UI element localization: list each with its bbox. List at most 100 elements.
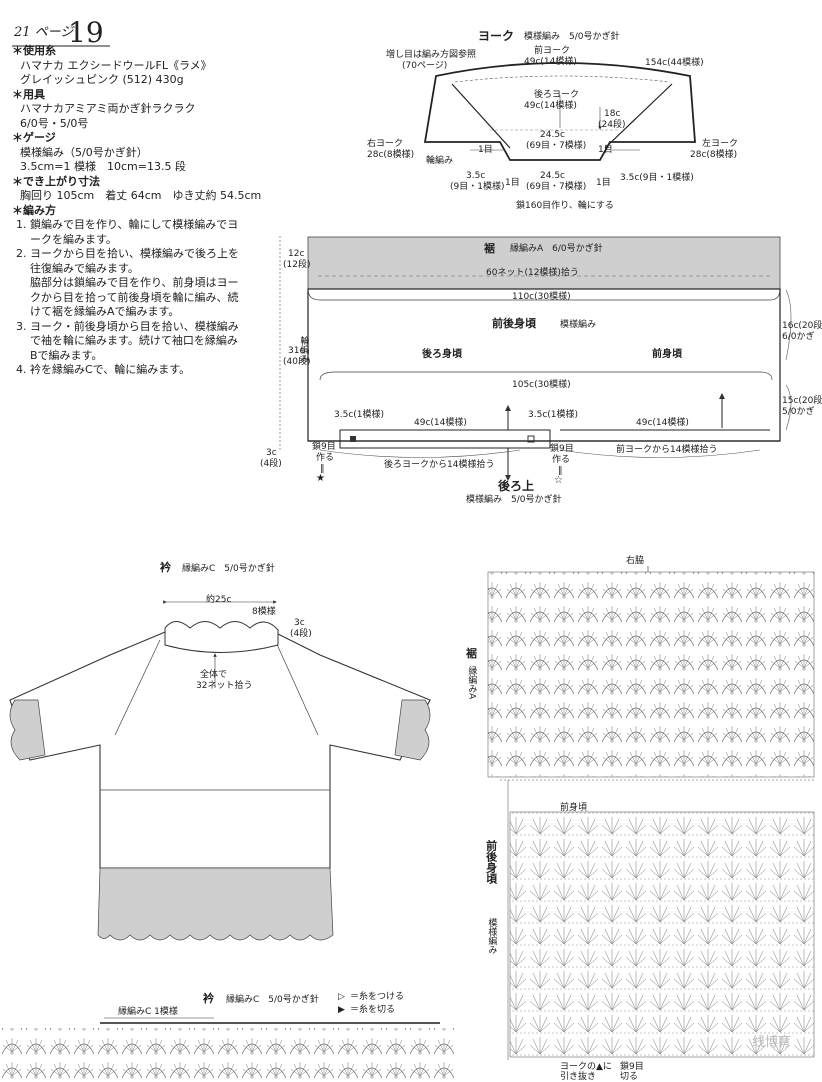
collar-chart-title: 衿 <box>203 992 214 1005</box>
chart-foot-4: 切る <box>620 1072 639 1082</box>
inner-width-2-detail: (69目・7模様) <box>526 182 587 192</box>
yoke-seg-a-detail: (9目・1模様) <box>450 182 505 192</box>
yoke-title: ヨーク <box>478 29 515 43</box>
yarn-line-1: ハマナカ エクシードウールFL《ラメ》 <box>20 58 212 72</box>
chart-foot-3: 鎖9目 <box>620 1062 644 1072</box>
yoke-seg-b: 3.5c(9目・1模様) <box>620 173 694 183</box>
yoke-ref-1: 増し目は編み方図参照 <box>386 50 477 60</box>
yoke-ref-2: (70ページ) <box>402 61 448 71</box>
back-yoke-label: 後ろヨーク <box>534 90 580 100</box>
width-110: 110c(30模様) <box>512 292 571 302</box>
yoke-top-length: 154c(44模様) <box>645 58 704 68</box>
method-heading: ＊編み方 <box>12 203 56 217</box>
body-ring-label: 輪編み <box>298 336 309 363</box>
legend-cut: ＝糸を切る <box>350 1005 396 1015</box>
chain-9-a: 鎖9目 <box>312 442 336 452</box>
step-1: 1.鎖編みで目を作り、輪にして模様編みでヨ ークを編みます。 <box>16 218 239 246</box>
yoke-seg-a: 3.5c <box>466 171 486 181</box>
yoke-subtitle: 模様編み 5/0号かぎ針 <box>524 32 620 42</box>
chain-9-b-make: 作る <box>552 455 571 465</box>
sleeve-hook-5: 5/0かぎ <box>782 407 815 417</box>
front-yoke-label: 前ヨーク <box>534 46 571 56</box>
one-stitch-d: 1目 <box>596 178 611 188</box>
back-body-label: 後ろ身頃 <box>422 349 462 360</box>
collar-title: 衿 <box>160 561 171 574</box>
step-3: 3.ヨーク・前後身頃から目を拾い、模様編み で袖を輪に編みます。続けて袖口を縁編… <box>16 319 239 362</box>
seg-3-5-b: 3.5c(1模様) <box>528 410 579 420</box>
chart-foot-2: 引き抜き <box>560 1072 597 1082</box>
collar-subtitle: 縁編みC 5/0号かぎ針 <box>182 564 275 574</box>
front-yoke-width: 49c(14模様) <box>524 57 577 67</box>
equals-mark-b: ‖ <box>558 466 563 476</box>
step-2: 2.ヨークから目を拾い、模様編みで後ろ上を 往復編みで編みます。 脇部分は鎖編み… <box>16 247 239 318</box>
collar-chart <box>0 1017 455 1080</box>
crochet-chart <box>487 566 815 1060</box>
sleeve-height-16: 16c(20段) <box>782 321 822 331</box>
yoke-depth-rows: (24段) <box>598 120 626 130</box>
collar-height: 3c <box>294 618 305 628</box>
gauge-heading: ＊ゲージ <box>12 131 56 144</box>
right-yoke-label: 右ヨーク <box>367 139 404 149</box>
star-white-icon: ☆ <box>554 475 563 486</box>
watermark: 线博育 <box>752 1035 792 1050</box>
page-reference: 21 ページ <box>14 25 74 40</box>
collar-chart-subtitle: 縁編みC 5/0号かぎ針 <box>226 995 319 1005</box>
sleeve-height-15: 15c(20段) <box>782 396 822 406</box>
legend-cut-icon: ▶ <box>338 1005 345 1015</box>
gauge-line-1: 模様編み（5/0号かぎ針） <box>20 145 148 159</box>
yarn-heading: ＊使用糸 <box>12 44 56 57</box>
pattern-specifications: ＊使用糸 ハマナカ エクシードウールFL《ラメ》 グレイッシュピンク (512)… <box>12 44 282 378</box>
right-yoke-width: 28c(8模様) <box>367 150 415 160</box>
yoke-ring-label: 輪編み <box>426 156 454 166</box>
hem-title: 裾 <box>484 242 495 255</box>
body-title: 前後身頃 <box>492 317 536 330</box>
left-yoke-label: 左ヨーク <box>702 139 739 149</box>
tools-line-2: 6/0号・5/0号 <box>20 116 89 130</box>
height-12-rows: (12段) <box>283 260 311 270</box>
chain-9-b: 鎖9目 <box>550 444 574 454</box>
one-stitch-c: 1目 <box>505 178 520 188</box>
height-31: 31c <box>288 346 305 356</box>
legend-attach: ＝糸をつける <box>350 992 405 1002</box>
width-105: 105c(30模様) <box>512 380 571 390</box>
left-yoke-width: 28c(8模様) <box>690 150 738 160</box>
height-3-rows: (4段) <box>260 459 282 469</box>
size-line-1: 胸回り 105cm 着丈 64cm ゆき丈約 54.5cm <box>20 189 262 202</box>
collar-chart-pattern: 縁編みC 1模様 <box>118 1007 178 1017</box>
gauge-line-2: 3.5cm=1 模様 10cm=13.5 段 <box>20 160 186 173</box>
hem-pickup: 60ネット(12模様)拾う <box>486 268 579 278</box>
pick-from-front: 前ヨークから14模様拾う <box>616 445 718 455</box>
chart-hem-sub: 縁編みA <box>466 666 477 700</box>
tools-heading: ＊用具 <box>12 87 45 101</box>
legend-attach-icon: ▷ <box>338 992 345 1002</box>
collar-patterns: 8模様 <box>252 607 276 617</box>
height-3: 3c <box>266 448 277 458</box>
chart-foot-1: ヨークの▲に <box>560 1062 612 1072</box>
body-diagram <box>279 236 792 481</box>
tools-line-1: ハマナカアミアミ両かぎ針ラクラク <box>20 102 196 115</box>
seg-3-5-a: 3.5c(1模様) <box>334 410 385 420</box>
collar-total-1: 全体で <box>200 670 228 680</box>
inner-width-1-detail: (69目・7模様) <box>526 141 587 151</box>
sleeve-hook-6: 6/0かぎ <box>782 332 815 342</box>
chain-9-a-make: 作る <box>316 453 335 463</box>
collar-width: 約25c <box>206 595 232 605</box>
height-12: 12c <box>288 249 305 259</box>
yarn-line-2: グレイッシュピンク (512) 430g <box>20 73 184 86</box>
chart-front-label: 前身頃 <box>560 803 588 813</box>
back-upper-subtitle: 模様編み 5/0号かぎ針 <box>466 495 562 505</box>
body-subtitle: 模様編み <box>560 320 597 330</box>
chart-body-label: 前後身頃 <box>484 840 498 884</box>
size-heading: ＊でき上がり寸法 <box>12 174 100 188</box>
height-31-rows: (40段) <box>283 357 311 367</box>
right-side-label: 右脇 <box>626 556 645 566</box>
yoke-diagram <box>423 62 696 161</box>
front-body-label: 前身頃 <box>652 349 682 360</box>
sweater-illustration <box>9 600 431 941</box>
seg-49-b: 49c(14模様) <box>636 418 689 428</box>
one-stitch-b: 1目 <box>598 145 613 155</box>
pick-from-back: 後ろヨークから14模様拾う <box>384 460 495 470</box>
collar-total-2: 32ネット拾う <box>196 681 253 691</box>
seg-49-a: 49c(14模様) <box>414 418 467 428</box>
step-4: 4.衿を縁編みCで、輪に編みます。 <box>16 363 191 376</box>
